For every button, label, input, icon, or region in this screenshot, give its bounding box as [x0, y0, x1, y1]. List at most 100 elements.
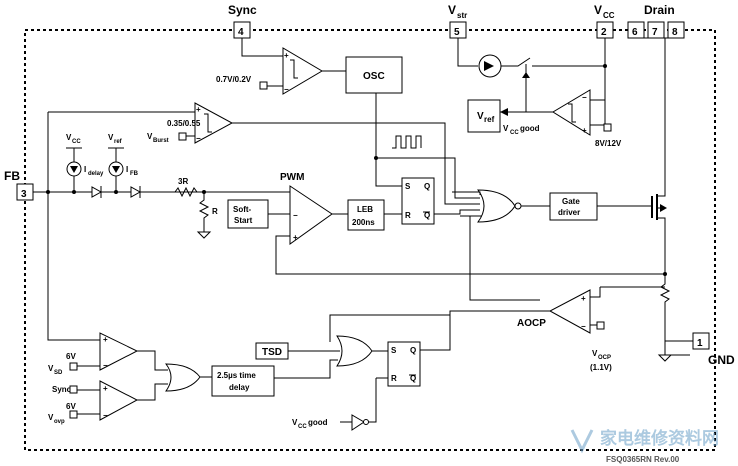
ovp-sync-label: Sync — [52, 385, 72, 394]
pwm-minus: − — [293, 211, 298, 220]
watermark: 家电维修资料网 — [600, 428, 719, 449]
wire-osc-to-ff — [375, 158, 402, 187]
idelay-label: I — [84, 165, 86, 174]
vsd-sub: SD — [54, 370, 63, 376]
switch-ctrl-arrow — [522, 72, 530, 78]
wire-delay-or2 — [274, 359, 338, 379]
wire-aocp-in — [590, 287, 601, 298]
sync-threshold-label: 0.7V/0.2V — [216, 75, 252, 84]
main-ff-r: R — [405, 211, 411, 220]
pin-vcc-num: 2 — [601, 27, 607, 38]
pwm-label: PWM — [280, 172, 304, 183]
burst-comparator — [194, 102, 234, 144]
vcc-good-inverter — [351, 414, 365, 431]
mosfet-leads — [657, 38, 666, 274]
vsd-minus: − — [103, 361, 108, 370]
nor-gate — [477, 189, 516, 223]
time-delay-label-2: delay — [229, 383, 250, 392]
sync-comp-plus: + — [284, 51, 289, 60]
node-fb — [46, 190, 50, 194]
pin-drain-num-6: 6 — [632, 27, 638, 38]
uvlo-vref-arrow — [500, 108, 508, 116]
gate-driver-label-1: Gate — [562, 197, 580, 206]
sync-ref-terminal — [259, 81, 268, 90]
leb-block — [347, 199, 385, 231]
gate-driver-block — [549, 192, 598, 221]
pin-fb-label: FB — [4, 169, 20, 183]
wire-fb-vertical — [47, 112, 100, 341]
prot-ff-q: Q — [410, 346, 416, 355]
pwm-comparator — [289, 185, 333, 245]
pin-drain-num-8: 8 — [672, 27, 678, 38]
vcc-good-v: V — [503, 124, 509, 133]
protection-flipflop — [387, 341, 421, 387]
diode-2-icon — [130, 186, 142, 198]
ovp-plus: + — [103, 384, 108, 393]
vocp-value: (1.1V) — [590, 363, 612, 372]
vref-block — [467, 99, 501, 133]
wire-inv-ff — [368, 378, 377, 423]
vcc-good-tail: good — [520, 124, 540, 133]
watermark-logo-icon — [570, 429, 594, 454]
node-vcc — [603, 64, 607, 68]
aocp-label: AOCP — [517, 318, 546, 329]
ifb-sub: FB — [130, 171, 139, 177]
aocp-comparator — [548, 289, 591, 334]
gate-driver-label-2: driver — [558, 208, 580, 217]
vcc-good-sub: CC — [510, 130, 519, 136]
vocp-v: V — [592, 349, 598, 358]
wire-vsd-or — [137, 350, 168, 371]
time-delay-label-1: 2.5µs time — [217, 371, 256, 380]
footer-revision: FSQ0365RN Rev.00 — [606, 455, 680, 464]
wire-or-in-top — [452, 191, 481, 195]
ovp-terminal — [69, 410, 78, 419]
wire-ff-or — [434, 209, 480, 215]
burst-hyst-icon — [204, 113, 212, 133]
ifb-label: I — [126, 165, 128, 174]
leb-label-2: 200ns — [352, 218, 375, 227]
pin-drain-label: Drain — [644, 3, 675, 17]
nor-bubble — [514, 202, 522, 210]
pin-drain-num-7: 7 — [652, 27, 658, 38]
vocp-sub: OCP — [598, 355, 611, 361]
clock-waveform-icon — [392, 135, 422, 149]
wire-ovp-or — [137, 383, 168, 401]
aocp-ref-terminal — [596, 321, 605, 330]
protection-or-gate-2 — [336, 335, 373, 367]
vstr-switch — [501, 57, 531, 67]
uvlo-hyst-icon — [568, 103, 576, 123]
ifb-vref-v: V — [108, 133, 114, 142]
main-ff-s: S — [405, 182, 411, 191]
prot-ff-qb: Q — [410, 374, 416, 383]
idelay-supply — [66, 147, 82, 162]
sync-comparator — [282, 47, 323, 95]
osc-label: OSC — [363, 71, 385, 82]
uvlo-threshold-label: 8V/12V — [595, 139, 622, 148]
ovp-6v-label: 6V — [66, 402, 76, 411]
vsd-plus: + — [103, 335, 108, 344]
prot-ff-s: S — [391, 346, 397, 355]
vsd-6v-label: 6V — [66, 352, 76, 361]
ovp-sync-terminal — [69, 385, 78, 394]
uvlo-ref-terminal — [603, 123, 612, 132]
resistor-r — [198, 192, 210, 232]
pin-fb-num: 3 — [21, 189, 27, 200]
pin-vstr-label: V — [448, 3, 456, 17]
wire-sync — [241, 38, 283, 57]
vsd-terminal — [69, 362, 78, 371]
aocp-minus: − — [581, 322, 586, 331]
main-ff-qb: Q — [424, 211, 430, 220]
pin-sync-label: Sync — [228, 3, 257, 17]
ifb-vref-sub: ref — [114, 139, 123, 145]
vccgood-bottom-tail: good — [308, 418, 328, 427]
vref-sub: ref — [484, 115, 495, 124]
prot-ff-r: R — [391, 374, 397, 383]
ifb-arrow — [112, 166, 120, 173]
uvlo-minus: − — [582, 93, 587, 102]
idelay-vcc-sub: CC — [72, 139, 81, 145]
burst-plus: + — [196, 105, 201, 114]
sync-hyst-icon — [290, 59, 298, 79]
leb-label-1: LEB — [357, 205, 373, 214]
wire-aocp-out — [430, 310, 550, 351]
